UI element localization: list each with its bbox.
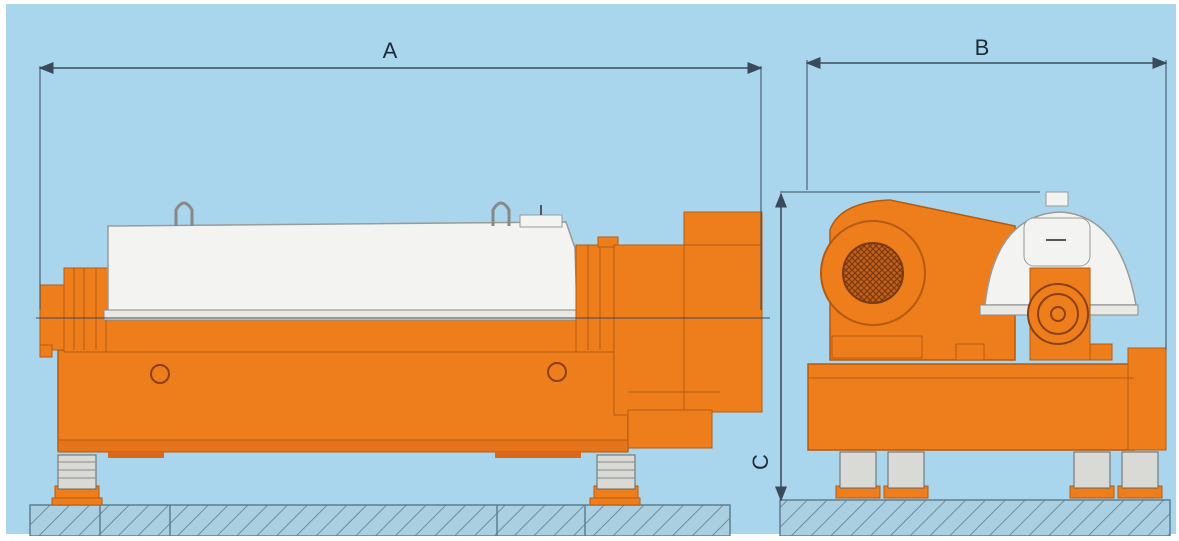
lifting-eye-left (174, 201, 194, 226)
end-foundation (779, 499, 1171, 537)
base-frame (57, 349, 629, 451)
side-foundation (29, 504, 731, 537)
dim-a-label: A (383, 38, 398, 63)
gearbox (575, 211, 763, 449)
motor-fan-grille (842, 242, 904, 304)
end-view: B C (748, 35, 1171, 537)
lifting-eye-right (491, 201, 511, 226)
frame-hole-left (150, 364, 170, 384)
motor (820, 199, 1016, 361)
side-isolator-left (51, 454, 103, 506)
bowl-cover (103, 201, 583, 321)
dim-c-label: C (748, 454, 773, 470)
end-pulley (955, 267, 1113, 361)
side-isolator-right (589, 454, 641, 506)
dim-b-label: B (975, 35, 990, 60)
end-isolators (835, 451, 1163, 499)
end-base-frame (807, 363, 1135, 451)
frame-hole-right (547, 362, 567, 382)
side-view: A (29, 38, 770, 537)
